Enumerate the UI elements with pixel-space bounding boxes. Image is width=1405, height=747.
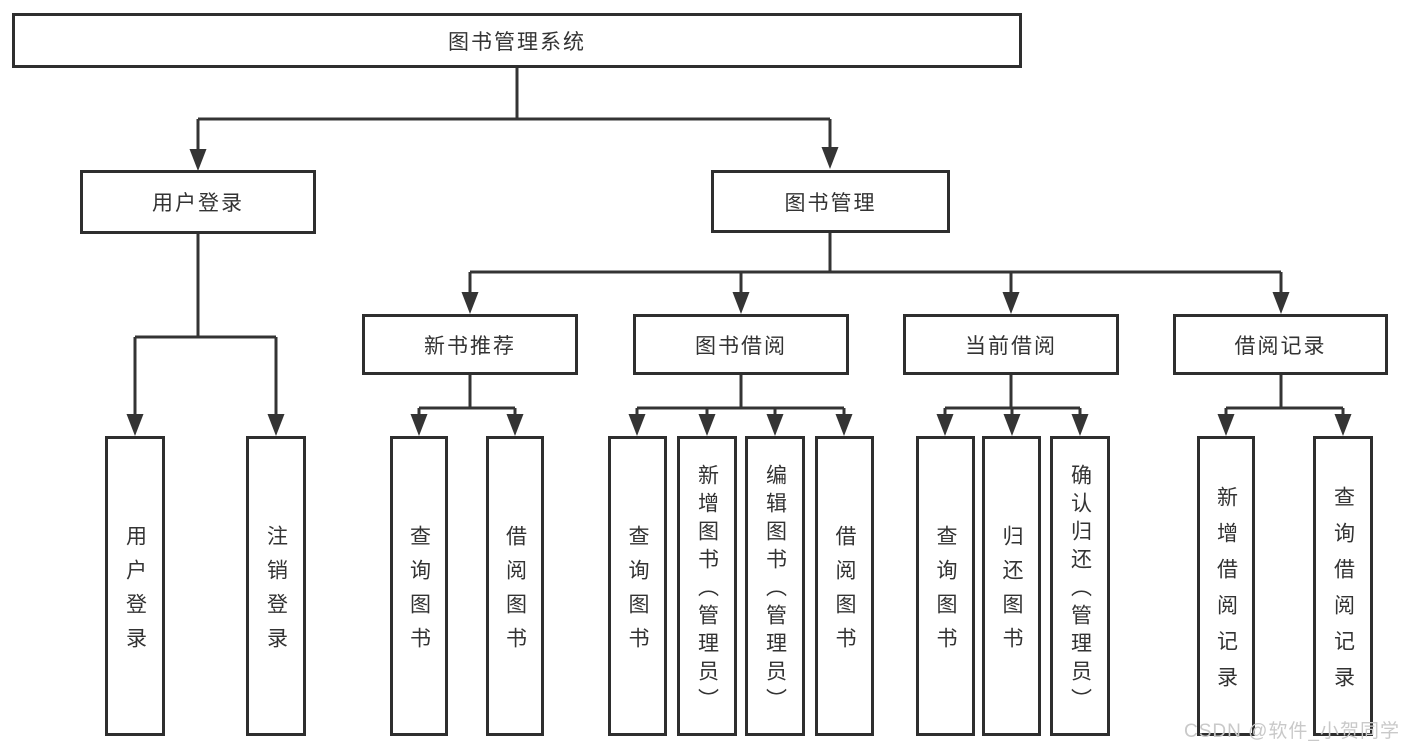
leaf-add-book-admin: 新增图书（管理员） — [677, 436, 737, 736]
leaf-borrow-books: 借阅图书 — [815, 436, 874, 736]
node-current-borrow-label: 当前借阅 — [965, 334, 1057, 358]
leaf-query-books-recommend-label: 查询图书 — [407, 524, 431, 661]
leaf-query-books-current-label: 查询图书 — [934, 524, 957, 661]
csdn-watermark: CSDN @软件_小贺同学 — [1184, 721, 1400, 742]
node-root: 图书管理系统 — [12, 13, 1022, 68]
leaf-logout-label: 注销登录 — [264, 524, 288, 661]
leaf-return-books-label: 归还图书 — [1000, 524, 1023, 661]
leaf-add-book-admin-label: 新增图书（管理员） — [695, 463, 719, 716]
leaf-query-books-current: 查询图书 — [916, 436, 975, 736]
node-current-borrow: 当前借阅 — [903, 314, 1119, 375]
node-user-login: 用户登录 — [80, 170, 316, 234]
node-book-borrow: 图书借阅 — [633, 314, 849, 375]
node-book-management: 图书管理 — [711, 170, 950, 233]
node-borrow-records-label: 借阅记录 — [1234, 334, 1327, 358]
node-root-label: 图书管理系统 — [448, 30, 586, 54]
leaf-user-login: 用户登录 — [105, 436, 165, 736]
leaf-borrow-books-recommend: 借阅图书 — [486, 436, 544, 736]
leaf-query-borrow-record-label: 查询借阅记录 — [1331, 485, 1355, 702]
node-new-book-recommend-label: 新书推荐 — [424, 334, 516, 358]
node-new-book-recommend: 新书推荐 — [362, 314, 578, 375]
node-book-management-label: 图书管理 — [784, 191, 877, 215]
arrowheads — [126, 147, 1352, 436]
leaf-logout: 注销登录 — [246, 436, 306, 736]
leaf-add-borrow-record-label: 新增借阅记录 — [1214, 485, 1238, 702]
leaf-confirm-return-admin: 确认归还（管理员） — [1050, 436, 1110, 736]
node-borrow-records: 借阅记录 — [1173, 314, 1388, 375]
leaf-query-books-recommend: 查询图书 — [390, 436, 448, 736]
leaf-return-books: 归还图书 — [982, 436, 1041, 736]
leaf-edit-book-admin: 编辑图书（管理员） — [745, 436, 805, 736]
node-book-borrow-label: 图书借阅 — [695, 334, 787, 358]
leaf-query-books-borrow-label: 查询图书 — [626, 524, 649, 661]
leaf-borrow-books-recommend-label: 借阅图书 — [503, 524, 527, 661]
leaf-add-borrow-record: 新增借阅记录 — [1197, 436, 1255, 736]
leaf-borrow-books-label: 借阅图书 — [833, 524, 856, 661]
leaf-edit-book-admin-label: 编辑图书（管理员） — [763, 463, 787, 716]
leaf-user-login-label: 用户登录 — [123, 524, 147, 661]
leaf-query-books-borrow: 查询图书 — [608, 436, 667, 736]
leaf-query-borrow-record: 查询借阅记录 — [1313, 436, 1373, 736]
node-user-login-label: 用户登录 — [152, 192, 244, 215]
leaf-confirm-return-admin-label: 确认归还（管理员） — [1068, 463, 1092, 716]
